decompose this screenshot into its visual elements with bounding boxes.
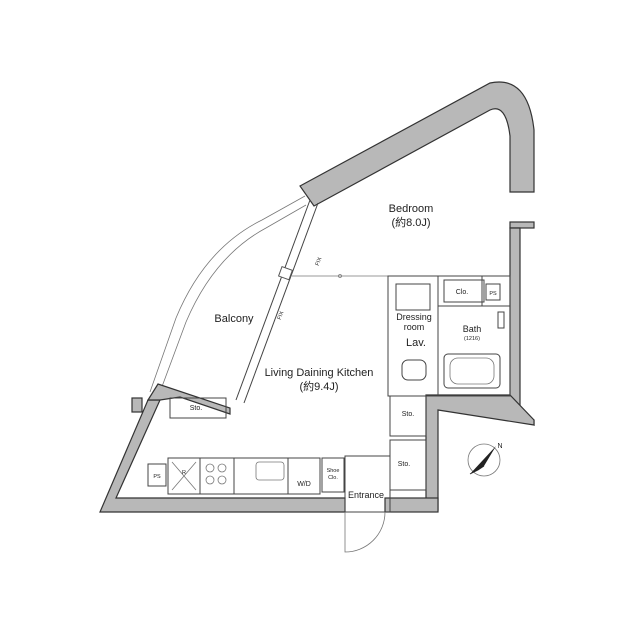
wet-core bbox=[321, 275, 511, 553]
balcony-outline bbox=[149, 195, 307, 393]
ldk-label: Living Daining Kitchen bbox=[265, 367, 374, 379]
compass bbox=[467, 443, 501, 477]
sto-kitchen-label: Sto. bbox=[190, 405, 203, 412]
ps-right-label: PS bbox=[489, 291, 497, 297]
entrance-label: Entrance bbox=[348, 490, 384, 500]
bedroom-label: Bedroom bbox=[389, 203, 434, 215]
shoes-label: Shoe bbox=[327, 468, 340, 474]
left-wall bbox=[146, 383, 231, 415]
right-wall-upper bbox=[509, 221, 535, 229]
bottom-wall bbox=[99, 399, 346, 513]
bottom-wall-right bbox=[384, 497, 439, 513]
kitchen-counter bbox=[147, 397, 321, 495]
right-wall bbox=[509, 227, 535, 427]
sto-upper-label: Sto. bbox=[402, 411, 415, 418]
curved-top-wall bbox=[299, 81, 535, 207]
right-wall-step bbox=[425, 394, 535, 511]
clo-label: Clo. bbox=[456, 289, 469, 296]
ps-left-label: PS bbox=[153, 474, 161, 480]
ldk-size: (約9.4J) bbox=[299, 379, 338, 393]
compass-label: N bbox=[497, 443, 502, 450]
bedroom-size: (約8.0J) bbox=[391, 215, 430, 229]
dressing-label: Dressing bbox=[396, 312, 432, 322]
fix-lower-label: FIX bbox=[277, 310, 286, 320]
shoes-label-2: Clo. bbox=[328, 475, 338, 481]
r-label: R bbox=[182, 470, 186, 476]
balcony-window bbox=[235, 199, 319, 404]
bath-size: (1216) bbox=[464, 336, 480, 342]
bedroom-closet bbox=[443, 279, 505, 329]
wd-label: W/D bbox=[297, 481, 311, 488]
outer-walls bbox=[99, 81, 535, 513]
wall-stub-left bbox=[131, 397, 143, 413]
sto-lower-label: Sto. bbox=[398, 461, 411, 468]
bath-label: Bath bbox=[463, 324, 482, 334]
dressing-label-2: room bbox=[404, 322, 425, 332]
lav-label: Lav. bbox=[406, 337, 426, 349]
balcony-label: Balcony bbox=[214, 313, 254, 325]
fix-upper-label: FIX bbox=[315, 256, 324, 266]
